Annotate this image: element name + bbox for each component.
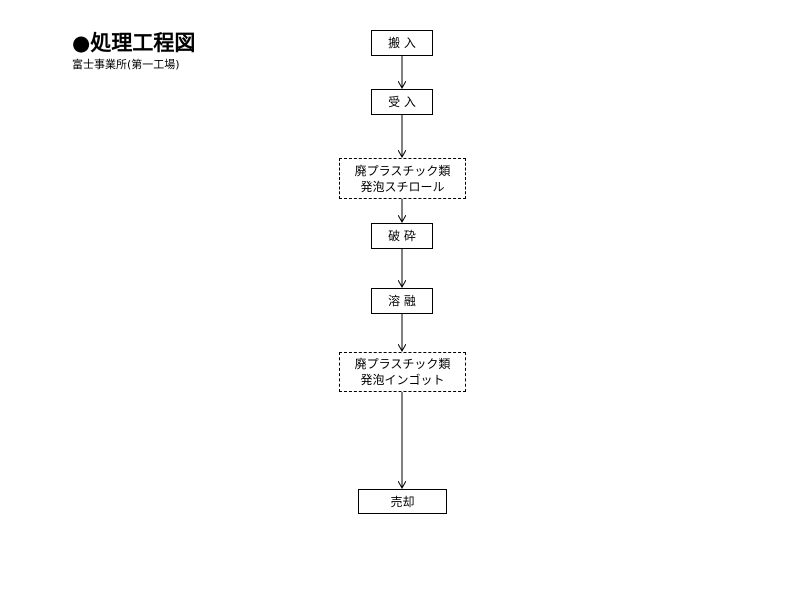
material-node-ingot-line-2: 発泡インゴット [360,373,445,387]
process-node-baikyaku-label: 売却 [390,494,415,509]
page-title: ●処理工程図 [72,31,196,55]
process-node-ukeire: 受 入 [371,89,433,115]
process-node-yuuyuu: 溶 融 [371,288,433,314]
process-node-hasai-label: 破 砕 [388,229,416,243]
process-node-hannyu: 搬 入 [371,30,433,56]
process-node-baikyaku: 売却 [358,489,447,514]
process-node-hannyu-label: 搬 入 [388,36,416,50]
material-node-ingot: 廃プラスチック類 発泡インゴット [339,352,466,392]
process-node-yuuyuu-label: 溶 融 [388,294,416,308]
material-node-ingot-line-1: 廃プラスチック類 [354,357,451,371]
process-node-hasai: 破 砕 [371,223,433,249]
page-subtitle: 富士事業所(第一工場) [72,58,180,71]
material-node-styrofoam: 廃プラスチック類 発泡スチロール [339,158,466,199]
material-node-styrofoam-line-2: 発泡スチロール [360,179,445,194]
process-node-ukeire-label: 受 入 [388,95,416,109]
material-node-styrofoam-line-1: 廃プラスチック類 [354,163,451,178]
